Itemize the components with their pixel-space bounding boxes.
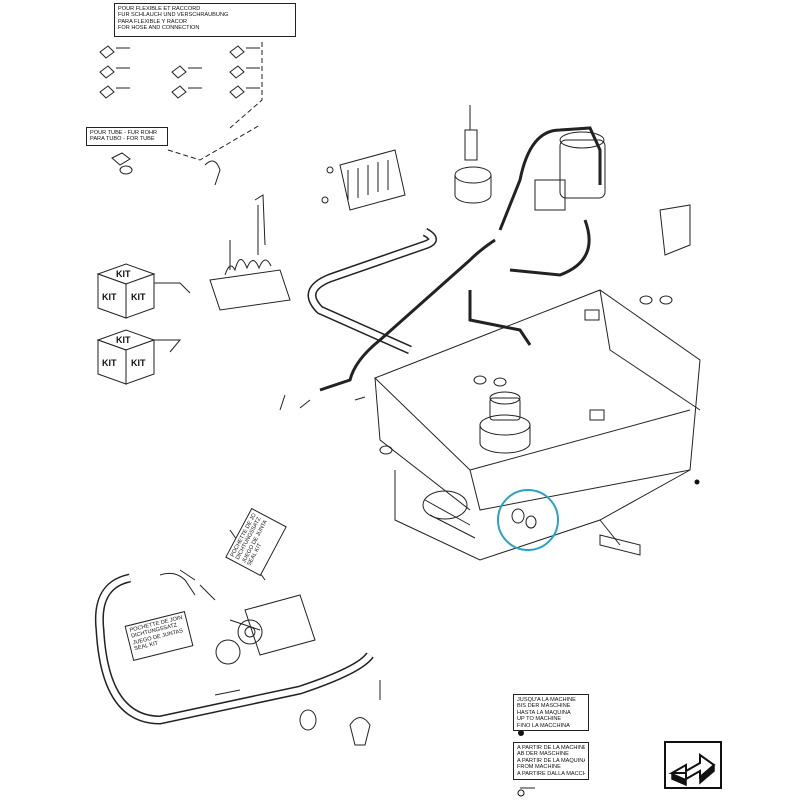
arrow-next-icon [668, 753, 716, 787]
tank-filler [473, 375, 531, 454]
joystick-assembly [204, 160, 291, 311]
from-machine-note: A PARTIR DE LA MACHINE AB DER MASCHINE A… [513, 742, 589, 780]
mounting-bracket [659, 204, 691, 256]
hose-connection-note: POUR FLEXIBLE ET RACCORD FUR SCHLAUCH UN… [114, 3, 296, 37]
kit-cube-icon [96, 329, 156, 385]
accumulator [534, 131, 606, 211]
note-line: POUR TUBE - FUR ROHR [90, 130, 158, 136]
kit-label-top: KIT [116, 269, 131, 279]
note-line: JUSQU'A LA MACHINE [517, 697, 576, 703]
note-line: PARA TUBO - FOR TUBE [90, 136, 155, 143]
hydraulic-pump [179, 569, 316, 665]
kit-cube: KIT KIT KIT [96, 328, 156, 386]
note-line: UP TO MACHINE [517, 716, 562, 723]
note-line: A PARTIR DE LA MAQUINA [517, 757, 585, 764]
next-page-button[interactable] [664, 741, 722, 789]
up-to-machine-note: JUSQU'A LA MACHINE BIS DER MASCHINE HAST… [513, 694, 589, 731]
note-line: POUR FLEXIBLE ET RACCORD [118, 6, 201, 12]
kit-cube: KIT KIT KIT [96, 262, 156, 320]
kit-cube-icon [96, 263, 156, 319]
note-line: HASTA LA MAQUINA [517, 709, 571, 716]
control-valve [321, 149, 406, 211]
note-line: FROM MACHINE [517, 764, 561, 771]
brake-valve [454, 105, 492, 204]
kit-label-top: KIT [116, 335, 131, 345]
note-line: FUR SCHLAUCH UND VERSCHRAUBUNG [118, 12, 229, 19]
hose-fitting-icons [99, 45, 260, 175]
tube-note: POUR TUBE - FUR ROHR PARA TUBO - FOR TUB… [86, 127, 168, 146]
note-line: A PARTIRE DALLA MACCHINA [517, 770, 585, 777]
kit-label-left: KIT [102, 358, 117, 368]
note-line: PARA FLEXIBLE Y RACOR [118, 18, 188, 25]
kit-label-right: KIT [131, 358, 146, 368]
kit-label-right: KIT [131, 292, 146, 302]
note-line: AB DER MASCHINE [517, 751, 569, 758]
note-line: BIS DER MASCHINE [517, 703, 571, 710]
hydraulic-tank [374, 289, 701, 561]
kit-label-left: KIT [102, 292, 117, 302]
note-line: A PARTIR DE LA MACHINE [517, 745, 585, 751]
note-line: FINO LA MACCHINA [517, 722, 570, 729]
note-line: FOR HOSE AND CONNECTION [118, 25, 200, 32]
highlight-circle [497, 489, 559, 551]
pressure-line [319, 238, 496, 392]
